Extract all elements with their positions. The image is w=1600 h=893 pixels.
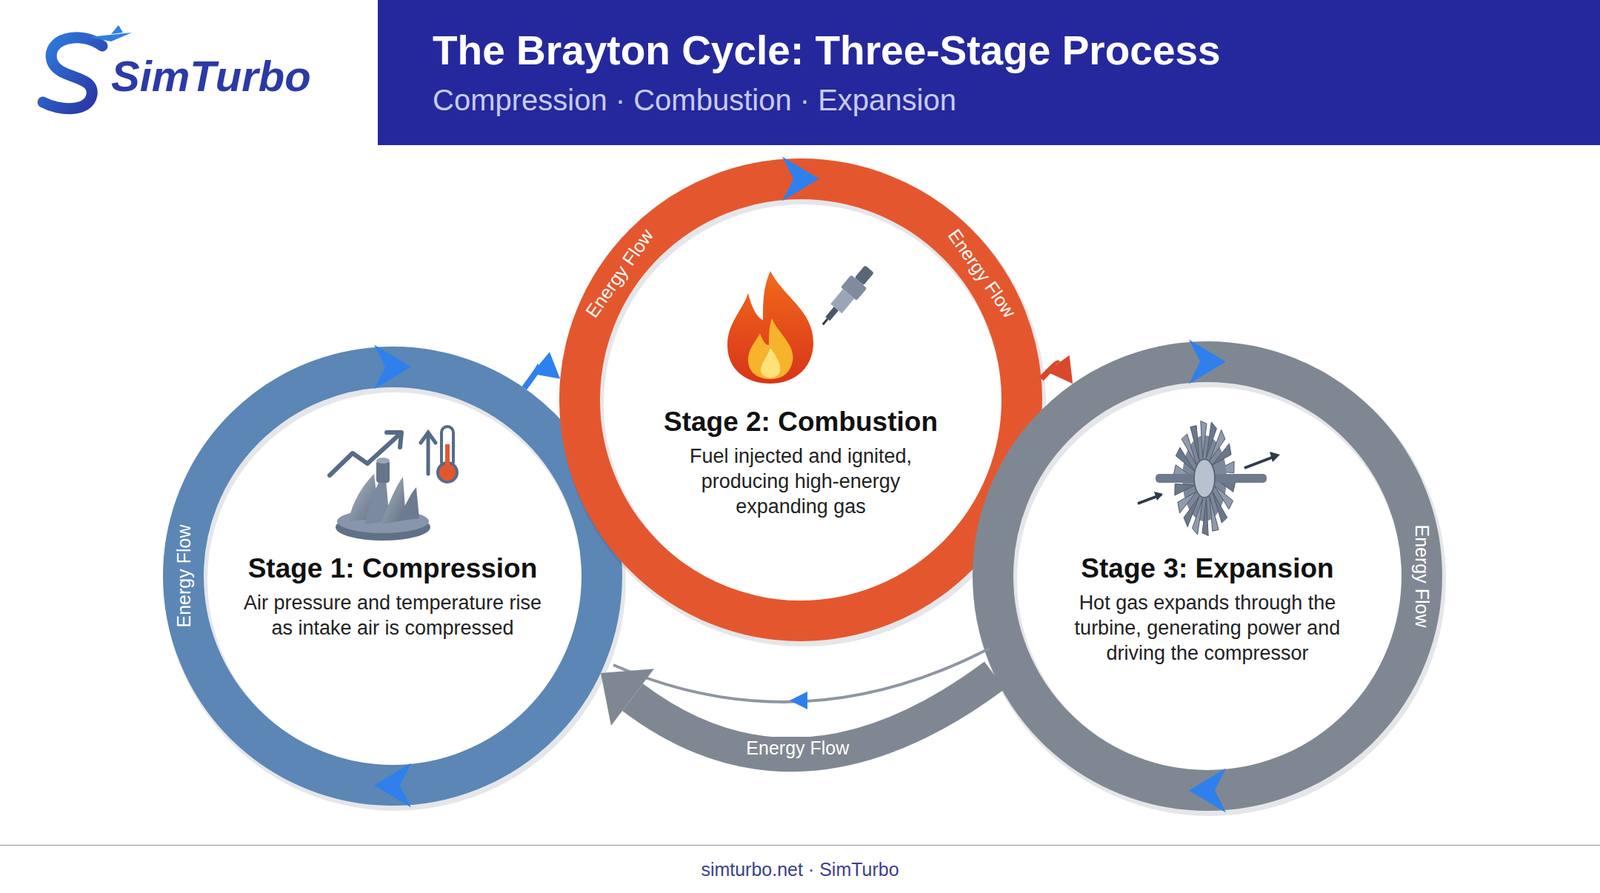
flame-icon [727,271,814,384]
ring-shadow [995,365,1425,795]
diagram-title: The Brayton Cycle: Three-Stage Process [432,26,1221,75]
stage-heading: Stage 1: Compression [233,552,552,586]
turbine-blade [1205,422,1217,458]
ring [183,367,603,786]
spark-plug-icon [814,262,878,332]
stage-text: Stage 2: CombustionFuel injected and ign… [660,405,942,520]
logo-text: SimTurbo [111,51,312,102]
ring-arrowhead [1188,340,1226,385]
ring-outline [559,158,1043,642]
temperature-icon [420,426,458,483]
ring-arrowhead [374,345,412,390]
turbine-blade [1200,421,1207,459]
turbine-blade [1174,483,1195,496]
connector-arrowhead [600,668,655,726]
stage-ring: Stage 1: CompressionAir pressure and tem… [162,346,623,806]
flow-label: Energy Flow [940,220,1023,326]
connector-arrowhead [1046,355,1073,385]
flow-label: Energy Flow [172,520,195,633]
stage-heading: Stage 3: Expansion [1048,552,1367,586]
ring [993,362,1423,792]
compressor-icon [335,457,431,541]
footer-rule [0,845,1600,846]
connector [524,351,560,389]
turbine-blade [1192,499,1203,535]
connector-label: Energy Flow [741,737,854,760]
ring-arrowhead [782,157,820,202]
ring-arrowhead [374,763,412,809]
stage-description: Fuel injected and ignited, producing hig… [660,444,942,520]
connector [1041,355,1073,385]
turbine-icon [1137,421,1280,537]
connector-arrowhead [531,351,560,379]
flow-arrowhead [789,691,808,710]
stage-text: Stage 1: CompressionAir pressure and tem… [233,552,552,642]
stage-description: Air pressure and temperature rise as int… [233,591,552,642]
ring-arrowhead [1188,768,1226,814]
stage-heading: Stage 2: Combustion [660,405,942,439]
ring-shadow [185,371,605,790]
turbine-hub [1194,459,1215,498]
stage-ring: Stage 2: CombustionFuel injected and ign… [559,158,1043,642]
return-guide-line [613,648,989,703]
stage-description: Hot gas expands through the turbine, gen… [1048,591,1367,666]
stage-text: Stage 3: ExpansionHot gas expands throug… [1048,552,1367,667]
footer-text: simturbo.net · SimTurbo [700,859,899,881]
subtitle: Compression · Combustion · Expansion [432,82,957,118]
turbine-blade [1202,499,1209,537]
rising-chart-icon [329,432,402,476]
flow-label: Energy Flow [578,220,661,326]
stage-ring: Stage 3: ExpansionHot gas expands throug… [972,341,1443,812]
flow-label: Energy Flow [1411,520,1434,633]
